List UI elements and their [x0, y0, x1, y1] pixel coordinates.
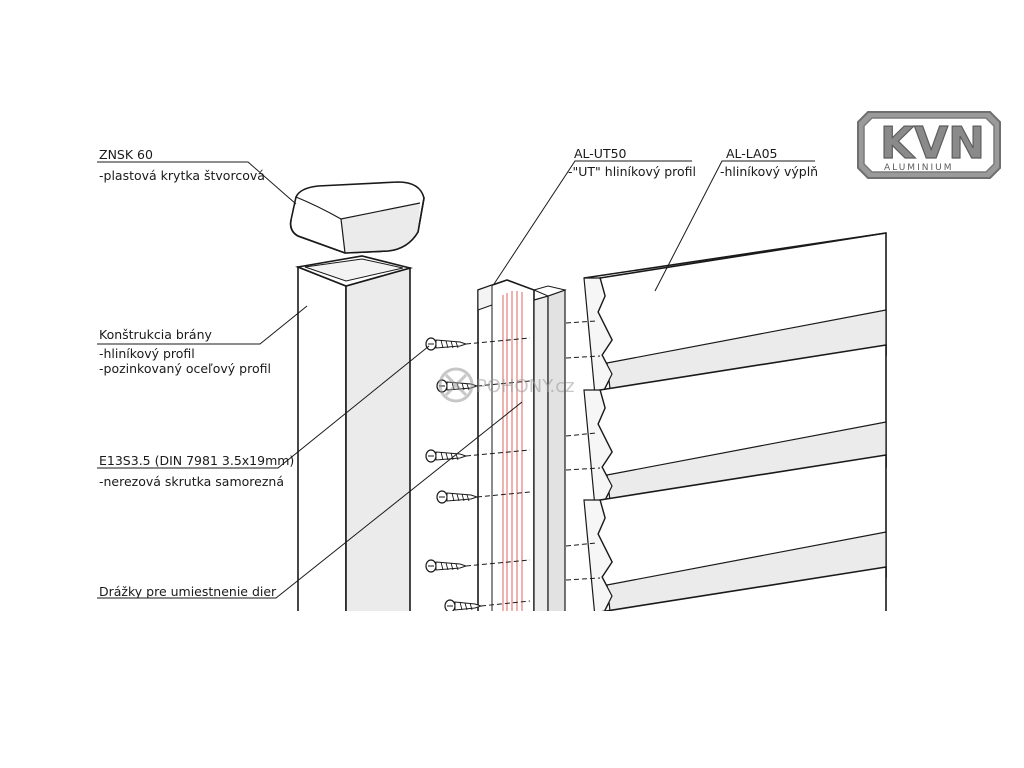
screw-3 [425, 449, 531, 463]
screw-5 [425, 559, 531, 573]
leader-lines [97, 160, 815, 599]
post-desc2-label: -pozinkovaný oceľový profil [99, 361, 271, 376]
cap-code-label: ZNSK 60 [99, 147, 153, 162]
groove-label: Drážky pre umiestnenie dier [99, 584, 277, 599]
ut-profile-code-label: AL-UT50 [574, 146, 627, 161]
gate-post [295, 255, 414, 611]
post-title-label: Konštrukcia brány [99, 327, 212, 342]
post-desc1-label: -hliníkový profil [99, 346, 195, 361]
ut-profile-desc-label: -"UT" hliníkový profil [568, 164, 697, 179]
slat-lower [583, 454, 887, 611]
drawing-area: POHONY.cz [289, 181, 887, 611]
cap-desc-label: -plastová krytka štvorcová [99, 168, 265, 183]
kvn-logo: KVN ALUMINIUM [857, 111, 1001, 179]
slat-bottom [601, 566, 887, 611]
screw-desc-label: -nerezová skrutka samorezná [99, 474, 284, 489]
watermark-text: POHONY.cz [476, 376, 575, 397]
slat-desc-label: -hliníkový výplň [720, 164, 819, 179]
screw-4 [436, 490, 531, 504]
groove-lines [502, 291, 523, 611]
logo-text: KVN [880, 118, 985, 169]
post-cap [289, 181, 425, 254]
ut-profile [477, 279, 567, 611]
slat-connection-lines [565, 320, 601, 581]
screw-6 [444, 599, 531, 611]
screw-code-label: E13S3.5 (DIN 7981 3.5x19mm) [99, 453, 295, 468]
slat-code-label: AL-LA05 [726, 146, 778, 161]
logo-subtext: ALUMINIUM [884, 163, 953, 173]
watermark: POHONY.cz [438, 367, 575, 403]
